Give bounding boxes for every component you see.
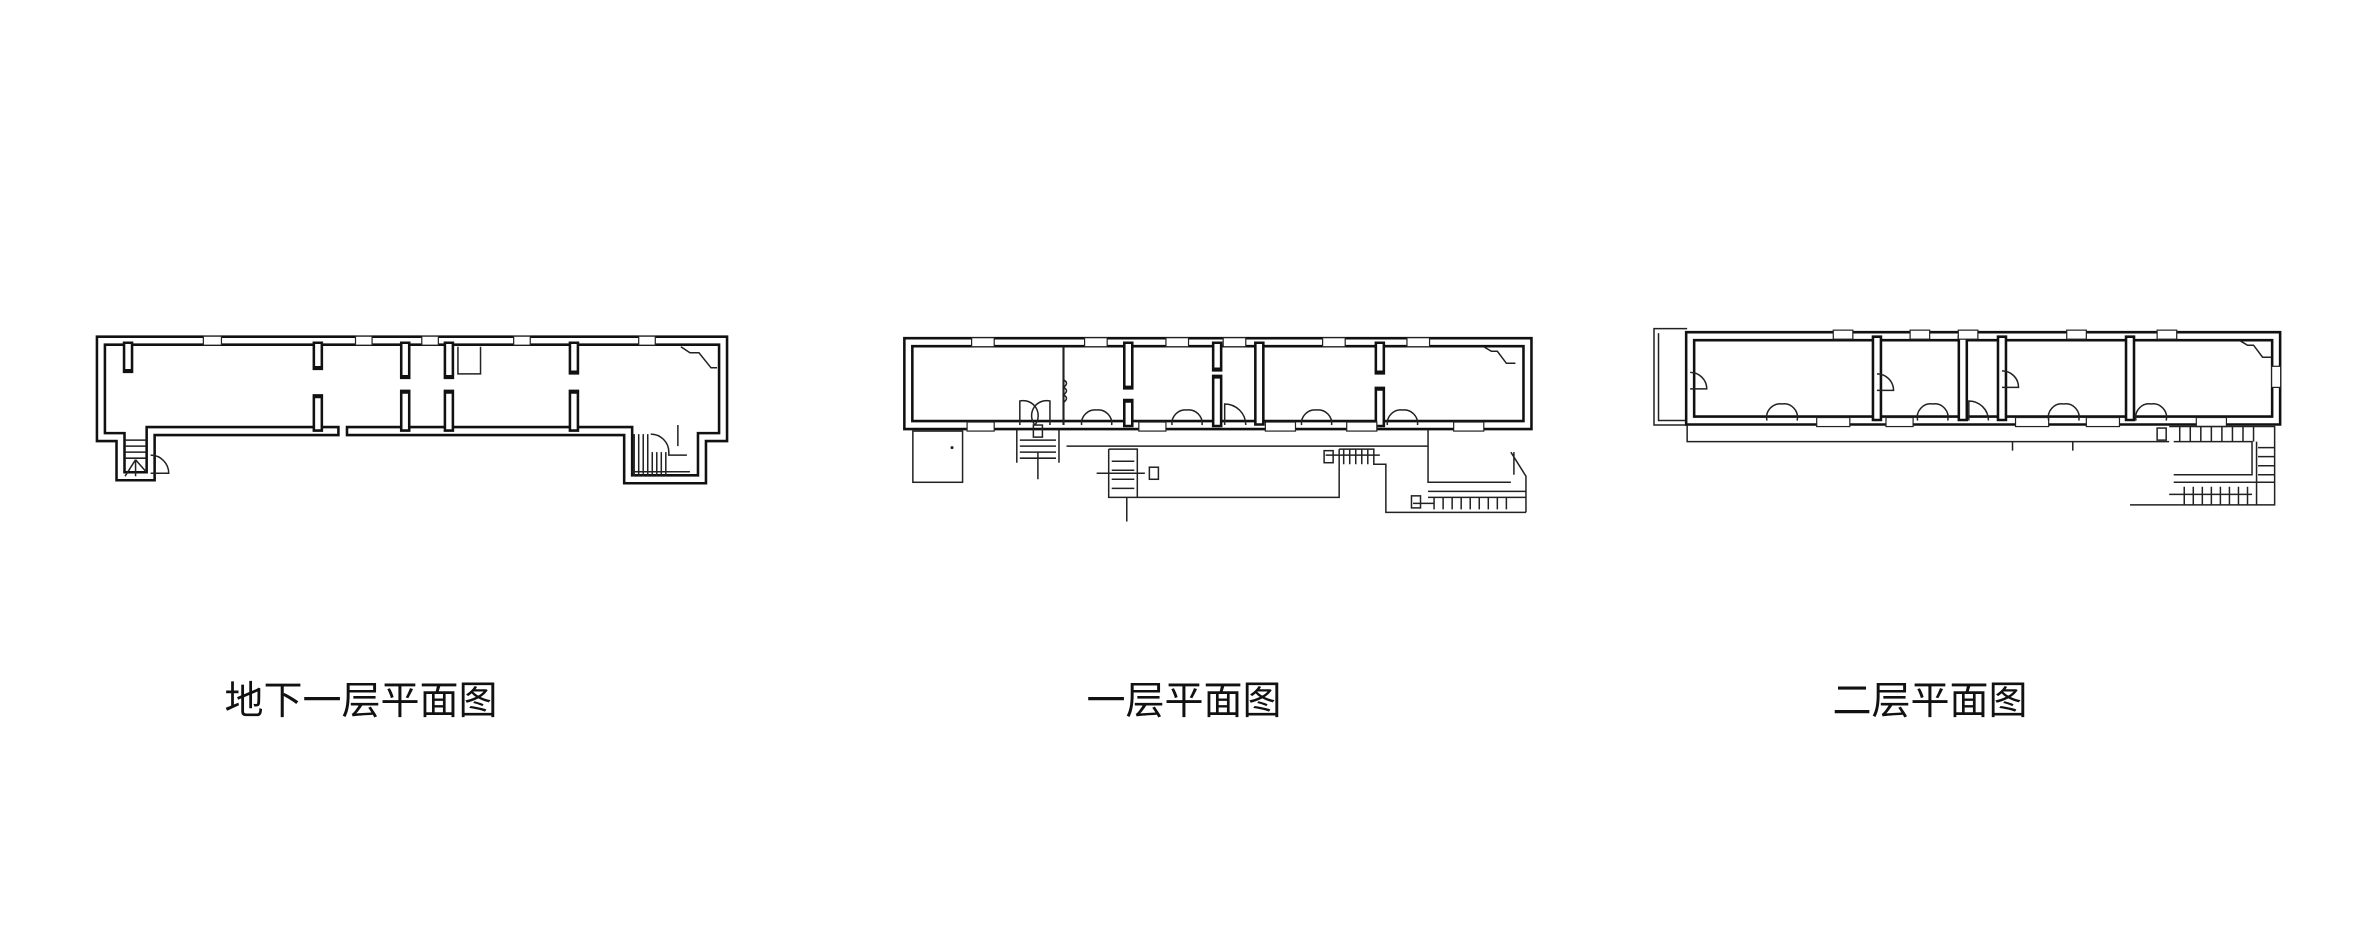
basement-plan (95, 335, 729, 485)
second-floor-windows (1816, 329, 2282, 428)
first-floor-doors (1019, 346, 1516, 426)
first-floor-plan (903, 336, 1533, 522)
second-floor-balcony (1653, 327, 1688, 426)
first-floor-windows (966, 337, 1485, 432)
basement-walls (95, 335, 729, 485)
second-floor-doors (1690, 340, 2272, 421)
second-floor-exterior (1686, 425, 2276, 506)
basement-stair-right (631, 425, 690, 477)
basement-windows (202, 335, 656, 346)
basement-chimney (680, 346, 718, 369)
first-floor-walls (903, 336, 1533, 431)
basement-stair-left (124, 439, 170, 477)
first-floor-exterior (912, 424, 1527, 522)
first-floor-plan-title: 一层平面图 (1086, 679, 1282, 724)
basement-closet (457, 346, 482, 375)
basement-plan-title: 地下一层平面图 (224, 679, 498, 724)
second-floor-plan-title: 二层平面图 (1832, 679, 2028, 724)
second-floor-plan (1653, 327, 2282, 506)
